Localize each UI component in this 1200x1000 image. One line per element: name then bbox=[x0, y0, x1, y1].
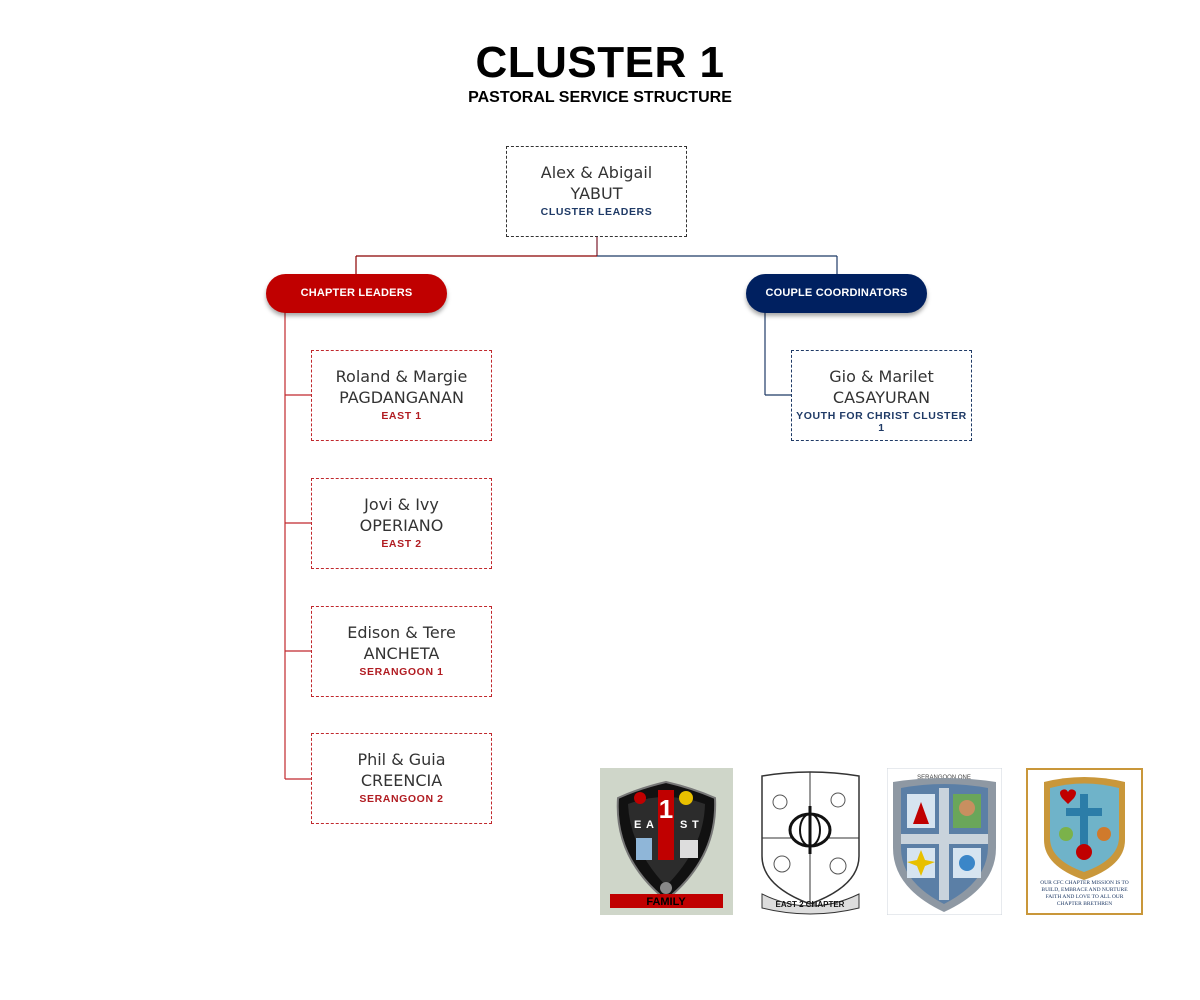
chapter-role: SERANGOON 1 bbox=[359, 666, 444, 678]
cluster-leaders-box: Alex & Abigail YABUT CLUSTER LEADERS bbox=[506, 146, 687, 237]
svg-text:E: E bbox=[634, 819, 641, 831]
chapter-surname: PAGDANGANAN bbox=[339, 388, 464, 407]
chapter-box-serangoon2: Phil & Guia CREENCIA SERANGOON 2 bbox=[311, 733, 492, 824]
chapter-names: Jovi & Ivy bbox=[364, 495, 439, 514]
chapter-box-east2: Jovi & Ivy OPERIANO EAST 2 bbox=[311, 478, 492, 569]
coordinator-box-yfc: Gio & Marilet CASAYURAN YOUTH FOR CHRIST… bbox=[791, 350, 972, 441]
page-subtitle: PASTORAL SERVICE STRUCTURE bbox=[468, 89, 732, 106]
chapter-leaders-pill: CHAPTER LEADERS bbox=[266, 274, 447, 313]
chapter-surname: OPERIANO bbox=[359, 516, 444, 535]
east1-logo-text: FAMILY bbox=[646, 896, 686, 908]
east2-chapter-logo: EAST 2 CHAPTER bbox=[758, 768, 863, 915]
svg-text:T: T bbox=[692, 819, 699, 831]
coordinator-names: Gio & Marilet bbox=[829, 367, 934, 386]
east2-logo-text: EAST 2 CHAPTER bbox=[776, 900, 845, 909]
leader-role: CLUSTER LEADERS bbox=[540, 206, 653, 218]
serangoon2-chapter-logo: OUR CFC CHAPTER MISSION IS TO BUILD, EMB… bbox=[1026, 768, 1143, 915]
chapter-role: SERANGOON 2 bbox=[359, 793, 444, 805]
leader-surname: YABUT bbox=[570, 184, 623, 203]
chapter-box-east1: Roland & Margie PAGDANGANAN EAST 1 bbox=[311, 350, 492, 441]
svg-text:S: S bbox=[680, 819, 687, 831]
chapter-role: EAST 2 bbox=[381, 538, 422, 550]
chapter-names: Phil & Guia bbox=[357, 750, 446, 769]
chapter-surname: CREENCIA bbox=[360, 771, 443, 790]
svg-text:A: A bbox=[646, 819, 654, 831]
leader-names: Alex & Abigail bbox=[540, 163, 653, 182]
chapter-box-serangoon1: Edison & Tere ANCHETA SERANGOON 1 bbox=[311, 606, 492, 697]
chapter-names: Roland & Margie bbox=[335, 367, 468, 386]
serangoon1-chapter-logo: SERANGOON ONE bbox=[887, 768, 1002, 915]
east1-chapter-logo: 1 E A S T FAMILY bbox=[600, 768, 733, 915]
serangoon1-logo-text: SERANGOON ONE bbox=[917, 775, 971, 781]
chapter-surname: ANCHETA bbox=[363, 644, 440, 663]
chapter-role: EAST 1 bbox=[381, 410, 422, 422]
coordinator-role: YOUTH FOR CHRIST CLUSTER 1 bbox=[796, 410, 967, 434]
svg-text:1: 1 bbox=[659, 794, 673, 824]
coordinator-surname: CASAYURAN bbox=[832, 388, 931, 407]
couple-coordinators-pill: COUPLE COORDINATORS bbox=[746, 274, 927, 313]
chapter-names: Edison & Tere bbox=[347, 623, 456, 642]
page-title: CLUSTER 1 bbox=[475, 38, 725, 87]
serangoon2-logo-caption: OUR CFC CHAPTER MISSION IS TO BUILD, EMB… bbox=[1040, 880, 1129, 907]
